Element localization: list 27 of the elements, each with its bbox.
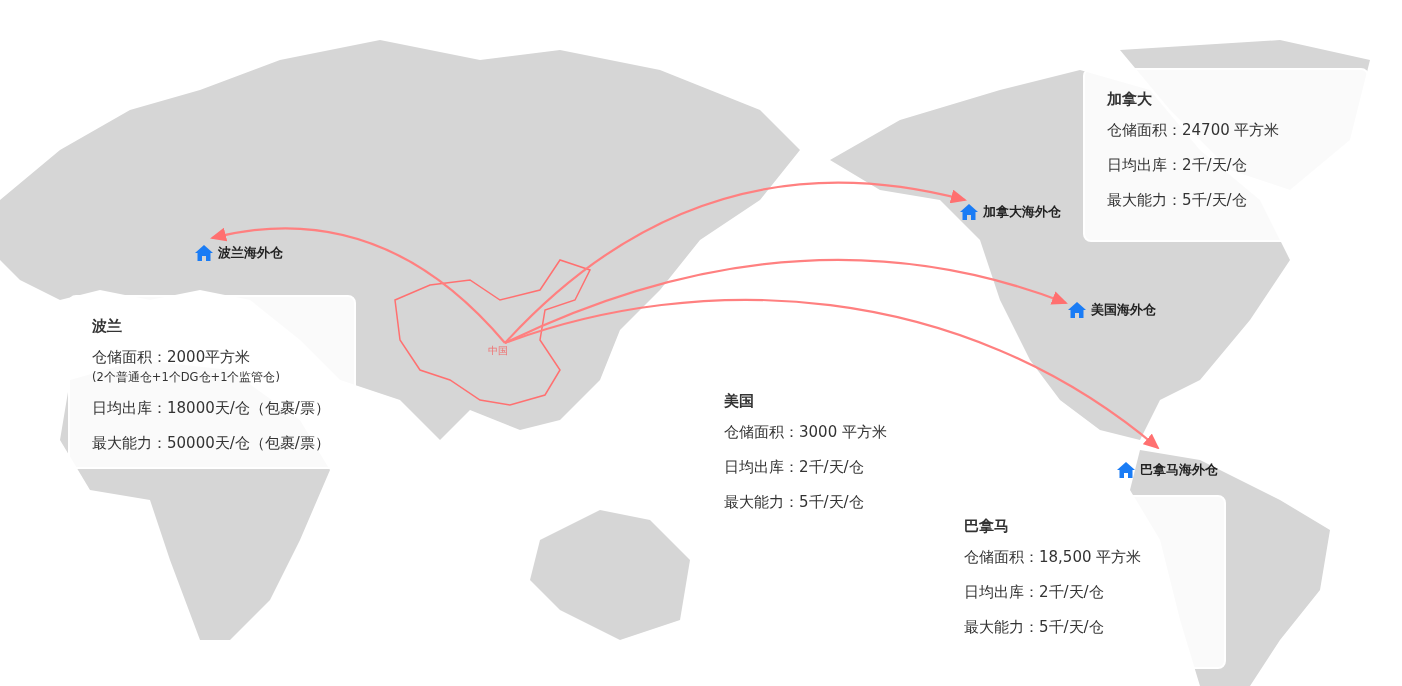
info-card <box>68 295 356 469</box>
stat-text: 日均出库：2千/天/仓 <box>964 583 1105 602</box>
info-card <box>1083 68 1369 242</box>
route-arrow <box>504 299 1160 450</box>
stat-text: 最大能力：5千/天/仓 <box>1107 191 1248 210</box>
warehouse-label: 波兰海外仓 <box>218 244 283 262</box>
route-arrow <box>504 181 967 344</box>
warehouse-label: 美国海外仓 <box>1091 301 1156 319</box>
card-title: 巴拿马 <box>964 517 1010 536</box>
warehouse-label: 巴拿马海外仓 <box>1140 461 1218 479</box>
stat-text: 仓储面积：3000 平方米 <box>724 423 888 442</box>
stat-text: 日均出库：2千/天/仓 <box>724 458 865 477</box>
country-label: 中国 <box>488 344 508 358</box>
stat-text: 最大能力：5千/天/仓 <box>964 618 1105 637</box>
stat-text: 日均出库：18000天/仓（包裹/票） <box>92 399 331 418</box>
stat-text: 最大能力：50000天/仓（包裹/票） <box>92 434 331 453</box>
warehouse-label: 加拿大海外仓 <box>983 203 1061 221</box>
card-title: 加拿大 <box>1107 90 1153 109</box>
note-text: (2个普通仓+1个DG仓+1个监管仓) <box>92 370 281 385</box>
stat-text: 仓储面积：18,500 平方米 <box>964 548 1143 567</box>
stat-text: 仓储面积：2000平方米 <box>92 348 252 367</box>
stat-text: 最大能力：5千/天/仓 <box>724 493 865 512</box>
stat-text: 仓储面积：24700 平方米 <box>1107 121 1281 140</box>
card-title: 美国 <box>724 392 755 411</box>
route-arrow <box>210 227 506 344</box>
stat-text: 日均出库：2千/天/仓 <box>1107 156 1248 175</box>
card-title: 波兰 <box>92 317 123 336</box>
